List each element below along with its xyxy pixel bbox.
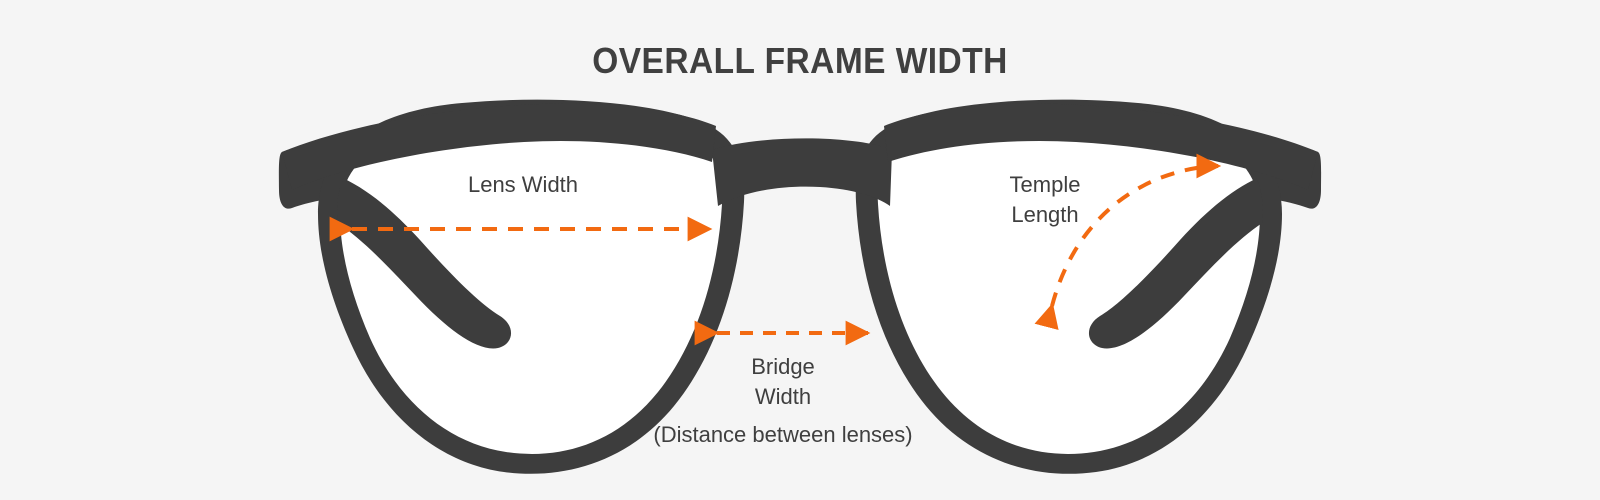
bridge-width-note: (Distance between lenses) [653,422,913,447]
left-lens-glass [340,120,723,454]
left-temple-arm [337,168,511,349]
temple-length-label-line2: Length [1011,202,1079,227]
bridge-width-label-line1: Bridge [751,354,815,379]
lens-width-label: Lens Width [467,172,579,197]
bridge-width-label-line2: Width [754,384,812,409]
temple-length-label-line1: Temple [1009,172,1081,197]
measurement-arrows [329,153,1222,346]
bridge-width-label: Bridge Width [668,352,898,412]
temple-length-label: Temple Length [930,170,1160,230]
brow-bar-right [884,103,1318,190]
page-title: OVERALL FRAME WIDTH [592,40,1008,81]
bridge [712,138,892,206]
brow-bar [282,103,716,190]
temple-length-arrow [1034,153,1222,331]
